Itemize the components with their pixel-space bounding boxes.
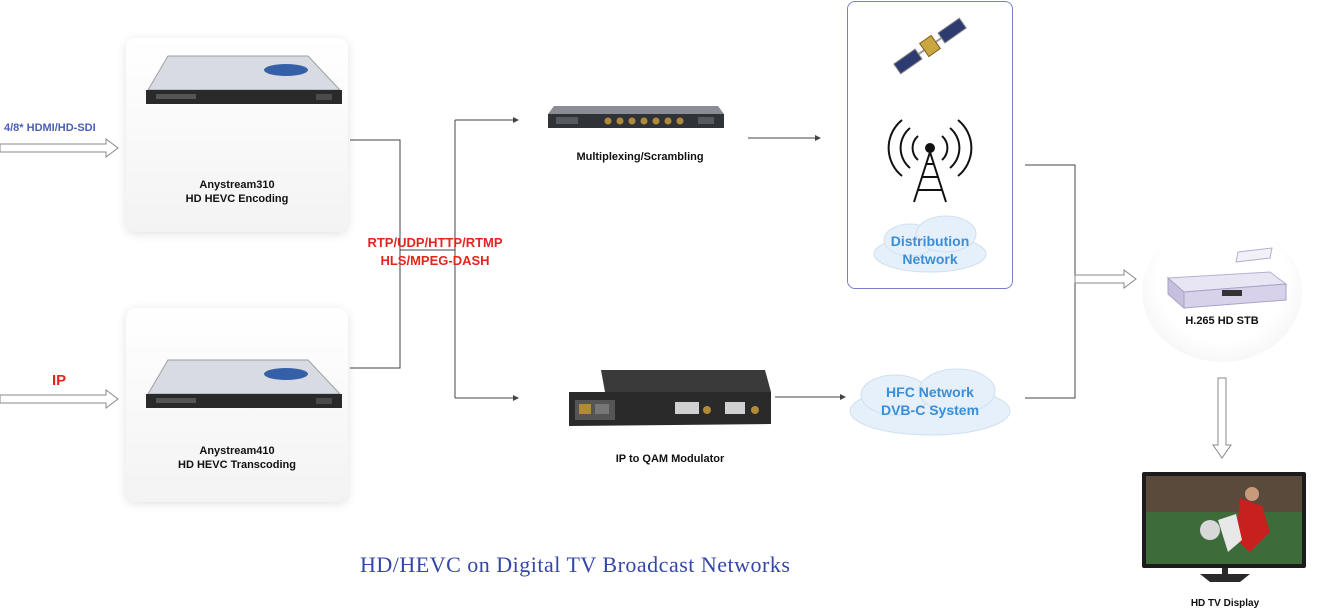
to-stb-arrow: [1074, 269, 1137, 289]
distribution-network-icons: [873, 17, 987, 273]
tv-display-icon: [1142, 472, 1306, 582]
encoder-card-anystream310: Anystream310 HD HEVC Encoding: [126, 38, 348, 232]
input-arrow-ip: [0, 389, 119, 409]
input-label-hdmi: 4/8* HDMI/HD-SDI: [4, 122, 96, 134]
antenna-tower-icon: [913, 143, 947, 203]
stb-label: H.265 HD STB: [1185, 315, 1259, 327]
set-top-box-icon: [1166, 247, 1288, 310]
hfc-line-2: DVB-C System: [880, 402, 980, 418]
encoder-role: HD HEVC Encoding: [185, 193, 289, 205]
stb-circle: H.265 HD STB: [1142, 222, 1302, 362]
dist-to-stb-link: [1025, 164, 1076, 399]
encoder-name: Anystream310: [199, 179, 275, 191]
distribution-network-label: Distribution Network: [848, 232, 1012, 268]
input-arrow-hdmi: [0, 138, 119, 158]
encoder-role: HD HEVC Transcoding: [178, 459, 296, 471]
cloud-shape: [873, 215, 987, 273]
rack-server-icon: [146, 55, 342, 104]
distribution-line-1: Distribution: [890, 233, 970, 249]
encoder1-link: [350, 139, 401, 369]
qam-modulator-device-icon: [569, 370, 771, 426]
distribution-network-box: Distribution Network: [847, 1, 1013, 289]
tv-display-label: HD TV Display: [1190, 598, 1260, 609]
multiplexer-device-icon: [548, 106, 724, 128]
distribution-line-2: Network: [902, 251, 958, 267]
encoder-card-anystream410: Anystream410 HD HEVC Transcoding: [126, 308, 348, 502]
multiplexer-label: Multiplexing/Scrambling: [576, 151, 704, 163]
protocol-label: RTP/UDP/HTTP/RTMP HLS/MPEG-DASH: [345, 234, 525, 270]
input-label-ip: IP: [52, 372, 67, 389]
diagram-title: HD/HEVC on Digital TV Broadcast Networks: [360, 552, 791, 577]
hfc-network-label: HFC Network DVB-C System: [845, 383, 1015, 419]
protocol-line-2: HLS/MPEG-DASH: [380, 253, 490, 268]
stb-to-tv-arrow: [1212, 377, 1232, 459]
hfc-cloud-shape: [849, 368, 1011, 436]
satellite-icon: [893, 17, 967, 75]
hfc-line-1: HFC Network: [886, 384, 974, 400]
encoder-name: Anystream410: [199, 445, 275, 457]
rack-server-icon: [146, 359, 342, 408]
radio-waves-icon: [887, 119, 973, 177]
qam-modulator-label: IP to QAM Modulator: [615, 453, 725, 465]
protocol-line-1: RTP/UDP/HTTP/RTMP: [367, 235, 503, 250]
